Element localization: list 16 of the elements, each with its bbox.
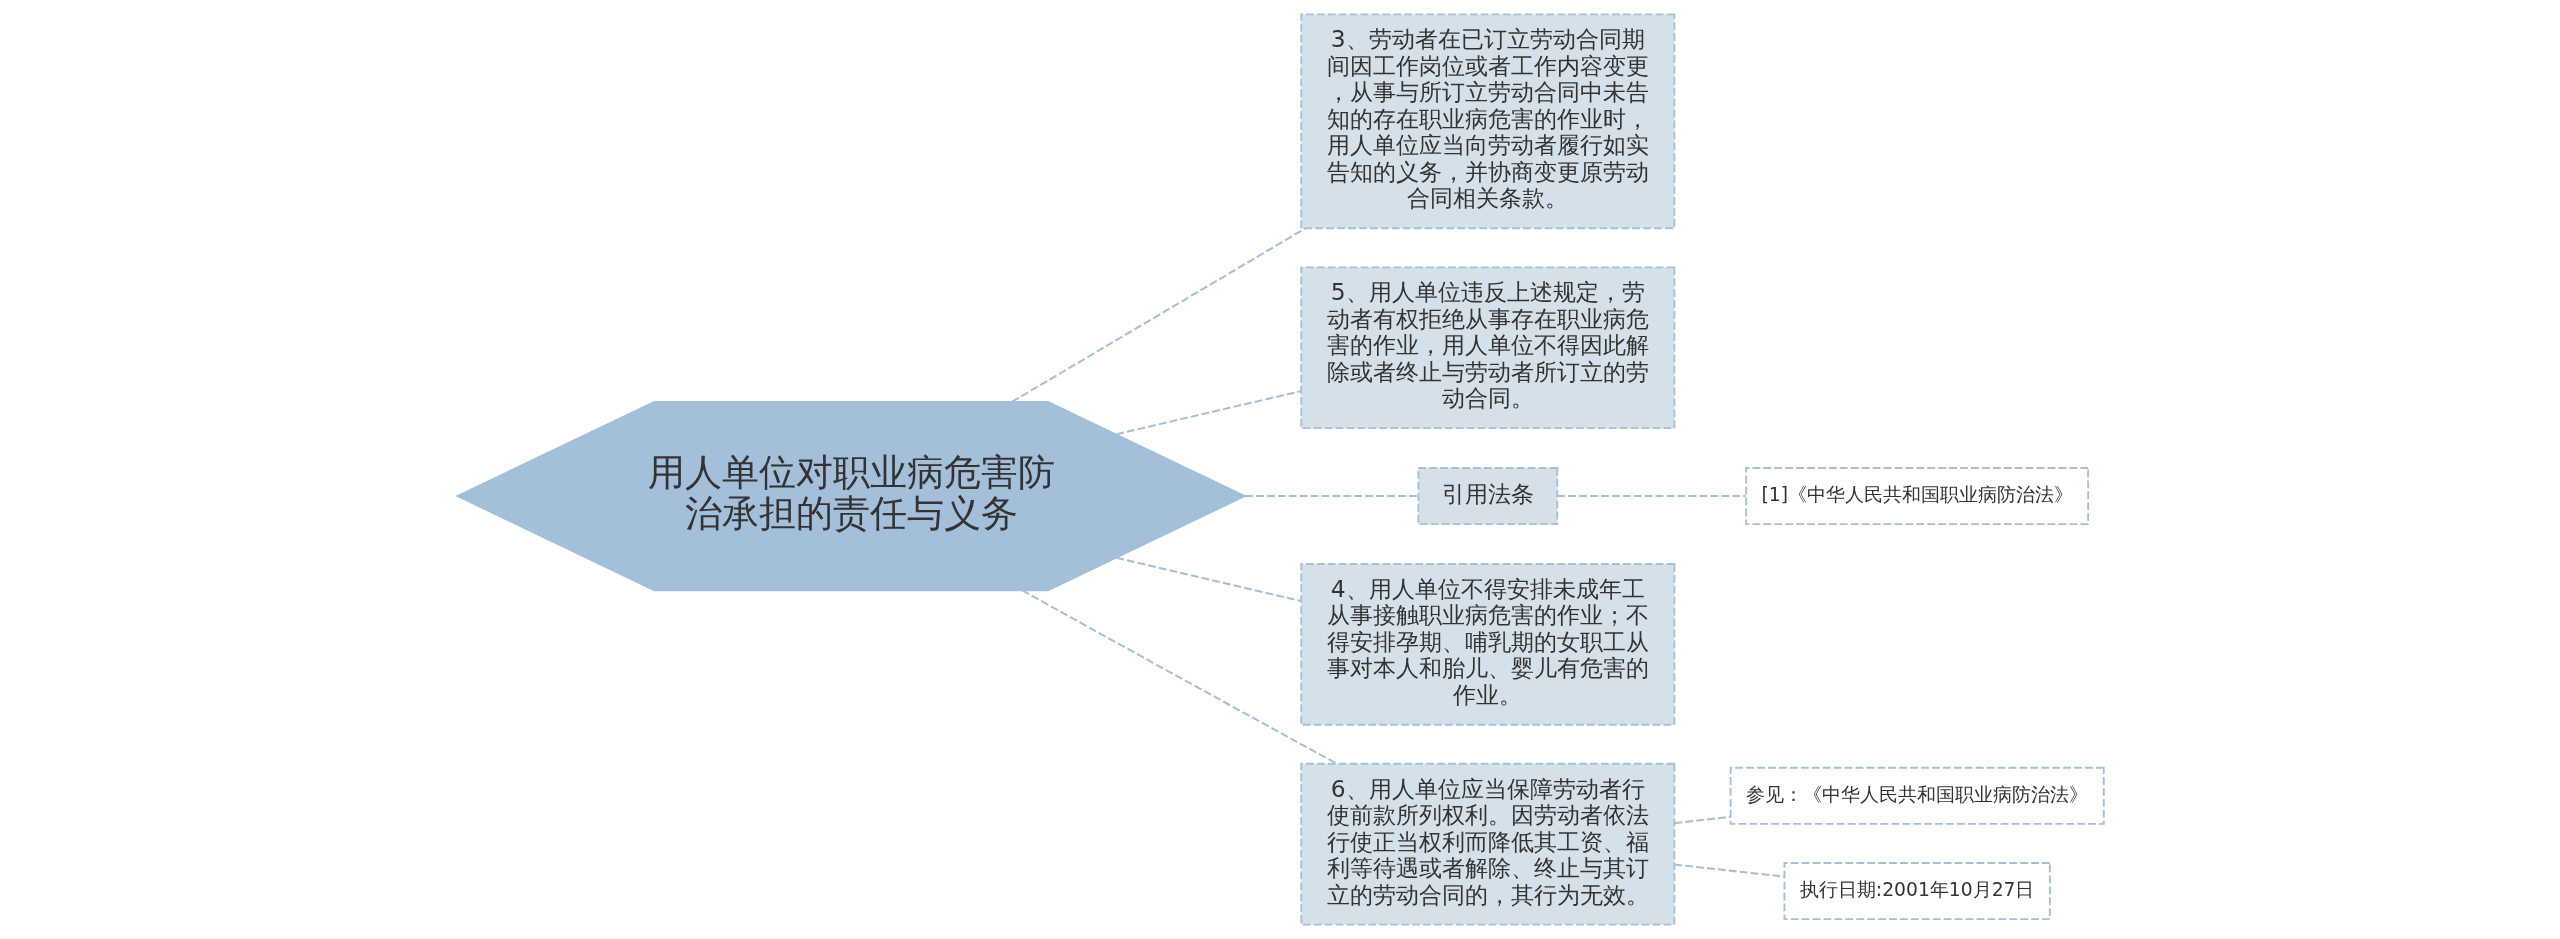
node-box: 参见：《中华人民共和国职业病防治法》 [1729, 766, 2105, 825]
connector [1021, 589, 1337, 765]
connector [1673, 815, 1730, 825]
node-box: [1]《中华人民共和国职业病防治法》 [1744, 467, 2089, 526]
connector [1244, 495, 1418, 498]
connector [1115, 390, 1301, 436]
connector [1011, 227, 1305, 403]
node-box: 5、用人单位违反上述规定，劳动者有权拒绝从事存在职业病危害的作业，用人单位不得因此解除或者终止与劳动者所订立的劳动合同。 [1299, 266, 1675, 430]
node-box: 引用法条 [1416, 467, 1558, 526]
node-box: 4、用人单位不得安排未成年工从事接触职业病危害的作业；不得安排孕期、哺乳期的女职工从事对本人和胎儿、婴儿有危害的作业。 [1299, 563, 1675, 726]
node-box: 3、劳动者在已订立劳动合同期间因工作岗位或者工作内容变更，从事与所订立劳动合同中未告知的存在职业病危害的作业时，用人单位应当向劳动者履行如实告知的义务，并协商变更原劳动合同相关条款。 [1299, 13, 1675, 230]
connector [1115, 556, 1301, 602]
connector [1556, 495, 1746, 498]
connector [1673, 863, 1784, 878]
node-box: 6、用人单位应当保障劳动者行使前款所列权利。因劳动者依法行使正当权利而降低其工资、福利等待遇或者解除、终止与其订立的劳动合同的，其行为无效。 [1299, 762, 1675, 926]
node-box: 执行日期:2001年10月27日 [1783, 862, 2051, 921]
